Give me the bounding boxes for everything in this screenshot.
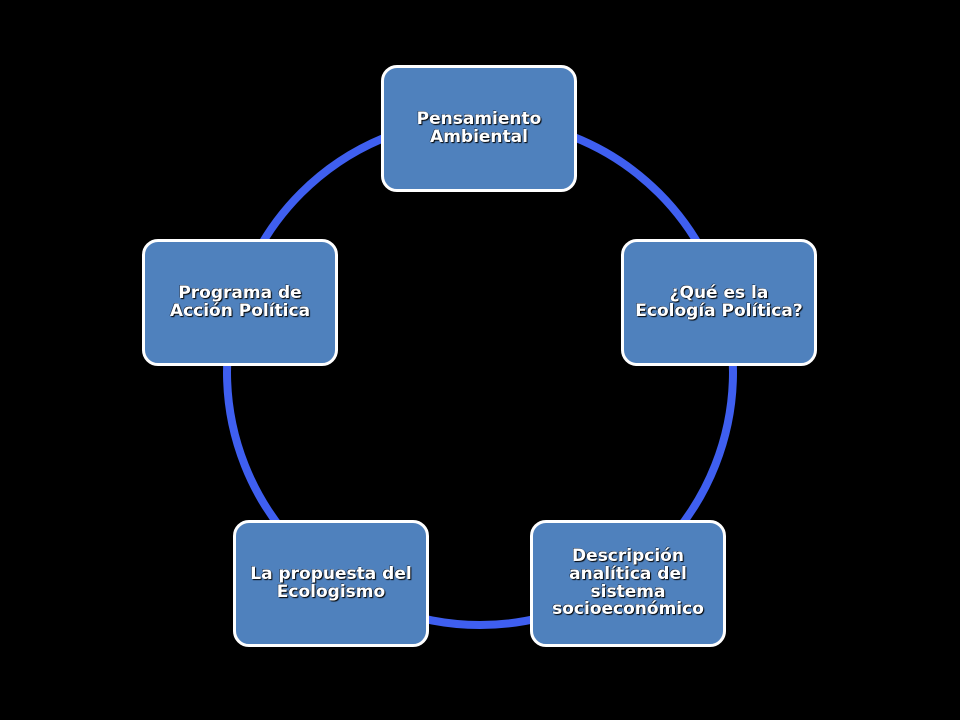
cycle-node-pensamiento-ambiental[interactable]: Pensamiento Ambiental	[381, 65, 577, 192]
cycle-node-label: Descripción analítica del sistema socioe…	[552, 545, 704, 620]
cycle-node-label: Pensamiento Ambiental	[416, 108, 542, 147]
cycle-node-descripcion-analitica[interactable]: Descripción analítica del sistema socioe…	[530, 520, 726, 647]
cycle-node-label: Programa de Acción Política	[169, 282, 311, 321]
cycle-node-que-es-ecologia-politica[interactable]: ¿Qué es la Ecología Política?	[621, 239, 817, 366]
cycle-node-programa-accion-politica[interactable]: Programa de Acción Política	[142, 239, 338, 366]
cycle-node-label: La propuesta del Ecologismo	[250, 563, 412, 602]
cycle-node-label: ¿Qué es la Ecología Política?	[635, 282, 803, 321]
cycle-node-propuesta-ecologismo[interactable]: La propuesta del Ecologismo	[233, 520, 429, 647]
